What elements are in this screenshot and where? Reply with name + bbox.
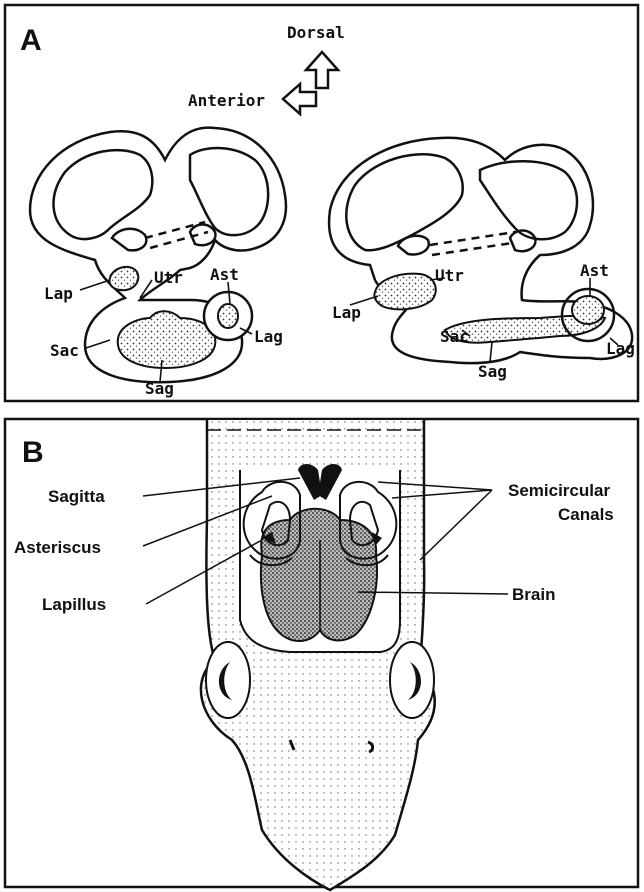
dorsal-label: Dorsal xyxy=(287,23,345,42)
label-utr-right: Utr xyxy=(435,266,464,285)
canal-loop-posterior-right xyxy=(480,161,577,239)
canal-dash-right-2 xyxy=(432,243,512,255)
canal-loop-anterior-right xyxy=(346,154,462,250)
label-utr-left: Utr xyxy=(154,268,183,287)
sagitta-left xyxy=(118,311,216,368)
label-semicircular: Semicircular xyxy=(508,481,610,500)
label-sac-right: Sac xyxy=(440,327,469,346)
label-brain: Brain xyxy=(512,585,555,604)
asteriscus-right xyxy=(572,296,604,324)
label-lag-left: Lag xyxy=(254,327,283,346)
eye-right xyxy=(390,642,434,718)
label-lap-left: Lap xyxy=(44,284,73,303)
label-ast-left: Ast xyxy=(210,265,239,284)
canal-dash-right-1 xyxy=(430,232,515,245)
label-sagitta: Sagitta xyxy=(48,487,105,506)
dorsal-arrow-icon xyxy=(306,52,338,88)
panel-b-letter: B xyxy=(22,436,44,469)
eye-left xyxy=(206,642,250,718)
panel-b: B xyxy=(5,419,638,890)
label-asteriscus: Asteriscus xyxy=(14,538,101,557)
lapillus-left xyxy=(109,267,138,290)
panel-a: A Dorsal Anterior xyxy=(5,5,638,401)
label-sag-right: Sag xyxy=(478,362,507,381)
label-lapillus: Lapillus xyxy=(42,595,106,614)
label-sag-left: Sag xyxy=(145,379,174,398)
ampulla-left-1 xyxy=(112,229,146,251)
ampulla-right-1 xyxy=(398,236,429,255)
canal-loop-anterior-left xyxy=(54,150,153,239)
lapillus-right xyxy=(374,274,435,310)
label-ast-right: Ast xyxy=(580,261,609,280)
label-lap-right: Lap xyxy=(332,303,361,322)
label-sac-left: Sac xyxy=(50,341,79,360)
orientation-indicator: Dorsal Anterior xyxy=(188,23,345,114)
anterior-label: Anterior xyxy=(188,91,265,110)
asteriscus-left xyxy=(218,304,238,328)
label-lag-right: Lag xyxy=(606,339,635,358)
panel-a-letter: A xyxy=(20,24,42,57)
anterior-arrow-icon xyxy=(283,84,316,114)
brain xyxy=(261,509,377,641)
label-canals: Canals xyxy=(558,505,614,524)
